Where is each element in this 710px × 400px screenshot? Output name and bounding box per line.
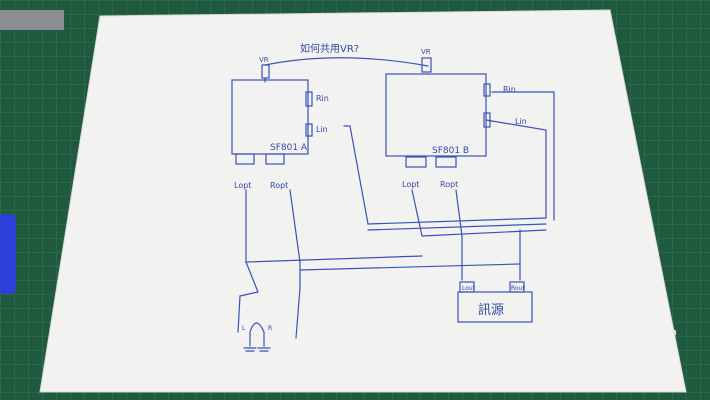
chip-a-lin-label: Lin [316,125,328,134]
source-rout-label: Rout [511,285,525,292]
chip-b-box [385,73,487,157]
gray-object [0,10,64,30]
chip-b-rin-label: Rin [503,85,516,94]
blue-pen [0,214,16,294]
vr-right-label: VR [421,48,431,56]
chip-b-label: SF801 B [432,146,469,156]
chip-b-ropt-label: Ropt [440,180,458,189]
chip-b-lopt-label: Lopt [402,180,419,189]
chip-b-lin-label: Lin [515,117,527,126]
chip-a-ropt-label: Ropt [270,181,288,190]
chip-a-label: SF801 A [270,143,308,153]
speaker-l-label: L [242,325,246,332]
vr-left-label: VR [259,56,269,64]
chip-a-rin-label: Rin [316,94,329,103]
source-label: 訊源 [478,303,504,318]
source-lout-label: Lout [462,285,476,292]
speaker-r-label: R [268,325,272,332]
question-text: 如何共用VR? [300,42,359,55]
source-box [457,291,533,323]
chip-a-lopt-label: Lopt [234,181,251,190]
